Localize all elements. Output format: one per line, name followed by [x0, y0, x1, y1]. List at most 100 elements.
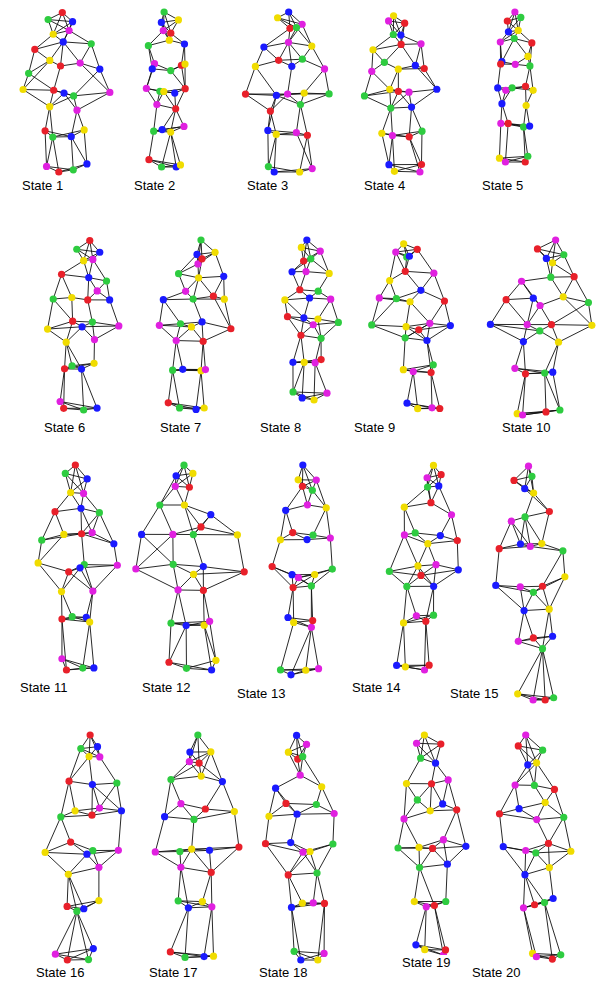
graph-edge	[545, 373, 560, 410]
graph-vertex	[556, 406, 563, 413]
graph-edge	[154, 105, 157, 132]
graph-vertex	[167, 776, 174, 783]
graph-vertex	[549, 259, 556, 266]
graph-edge	[320, 251, 329, 273]
graph-vertex	[176, 404, 183, 411]
graph-vertex	[326, 90, 333, 97]
state-label: State 2	[132, 178, 177, 193]
graph-vertex	[274, 14, 281, 21]
graph-vertex	[63, 339, 70, 346]
graph-edge	[80, 508, 82, 533]
graph-vertex	[55, 168, 62, 175]
graph-edge	[205, 782, 222, 809]
graph-vertex	[424, 484, 431, 491]
graph-edge	[178, 590, 186, 626]
graph-vertex	[438, 471, 445, 478]
graph-vertex	[115, 847, 122, 854]
graph-vertex	[299, 849, 306, 856]
graph-edge	[301, 335, 304, 362]
graph-vertex	[190, 295, 197, 302]
pose-graph	[242, 8, 333, 175]
graph-vertex	[547, 274, 554, 281]
graph-edge	[29, 73, 54, 90]
graph-vertex	[208, 869, 215, 876]
graph-vertex	[408, 104, 415, 111]
graph-vertex	[165, 399, 172, 406]
graph-vertex	[502, 87, 509, 94]
graph-vertex	[412, 941, 419, 948]
graph-edge	[515, 785, 519, 809]
graph-edge	[38, 563, 69, 572]
graph-vertex	[267, 107, 274, 114]
graph-edge	[23, 90, 50, 107]
graph-edge	[75, 808, 99, 811]
graph-edge	[364, 71, 371, 96]
graph-vertex	[309, 165, 316, 172]
graph-vertex	[207, 511, 214, 518]
state-label: State 14	[350, 680, 402, 695]
graph-edge	[303, 756, 322, 786]
graph-vertex	[169, 531, 176, 538]
graph-edge	[326, 508, 330, 538]
graph-edge	[155, 817, 164, 852]
graph-vertex	[542, 408, 549, 415]
graph-edge	[288, 873, 317, 875]
graph-vertex	[176, 848, 183, 855]
graph-edge	[415, 65, 436, 89]
graph-vertex	[413, 740, 420, 747]
graph-edge	[421, 44, 424, 69]
graph-vertex	[68, 133, 75, 140]
graph-edge	[293, 335, 301, 362]
graph-vertex	[552, 236, 559, 243]
graph-vertex	[521, 513, 528, 520]
graph-edge	[313, 873, 317, 903]
graph-edge	[202, 872, 211, 901]
graph-vertex	[165, 659, 172, 666]
graph-edge	[45, 852, 68, 874]
graph-edge	[62, 261, 84, 275]
graph-edge	[213, 296, 231, 329]
graph-edge	[280, 539, 307, 540]
graph-vertex	[555, 339, 562, 346]
graph-vertex	[378, 130, 385, 137]
graph-edge	[68, 874, 83, 908]
graph-edge	[211, 752, 223, 782]
graph-vertex	[85, 956, 92, 963]
graph-vertex	[68, 294, 75, 301]
graph-vertex	[531, 782, 538, 789]
graph-vertex	[299, 753, 306, 760]
graph-vertex	[293, 811, 300, 818]
graph-vertex	[219, 778, 226, 785]
graph-edge	[55, 911, 77, 954]
graph-vertex	[153, 101, 160, 108]
graph-vertex	[290, 619, 297, 626]
graph-vertex	[331, 810, 338, 817]
graph-edge	[173, 370, 180, 408]
graph-vertex	[560, 293, 567, 300]
graph-vertex	[550, 895, 557, 902]
graph-vertex	[210, 953, 217, 960]
graph-vertex	[80, 490, 87, 497]
graph-vertex	[181, 61, 188, 68]
graph-edge	[426, 621, 429, 665]
graph-edge	[274, 169, 312, 172]
graph-vertex	[492, 582, 499, 589]
graph-edge	[315, 363, 327, 394]
state-label: State 17	[147, 965, 199, 980]
graph-edge	[71, 137, 73, 170]
graph-edge	[163, 299, 193, 301]
graph-vertex	[296, 168, 303, 175]
graph-edge	[412, 89, 437, 107]
graph-vertex	[329, 565, 336, 572]
graph-edge	[169, 623, 171, 662]
graph-vertex	[503, 296, 510, 303]
graph-vertex	[196, 760, 203, 767]
graph-vertex	[393, 662, 400, 669]
graph-vertex	[520, 338, 527, 345]
graph-edge	[204, 625, 216, 660]
graph-edge	[54, 66, 61, 90]
graph-edge	[184, 505, 193, 535]
graph-vertex	[211, 249, 218, 256]
graph-edge	[50, 107, 53, 137]
